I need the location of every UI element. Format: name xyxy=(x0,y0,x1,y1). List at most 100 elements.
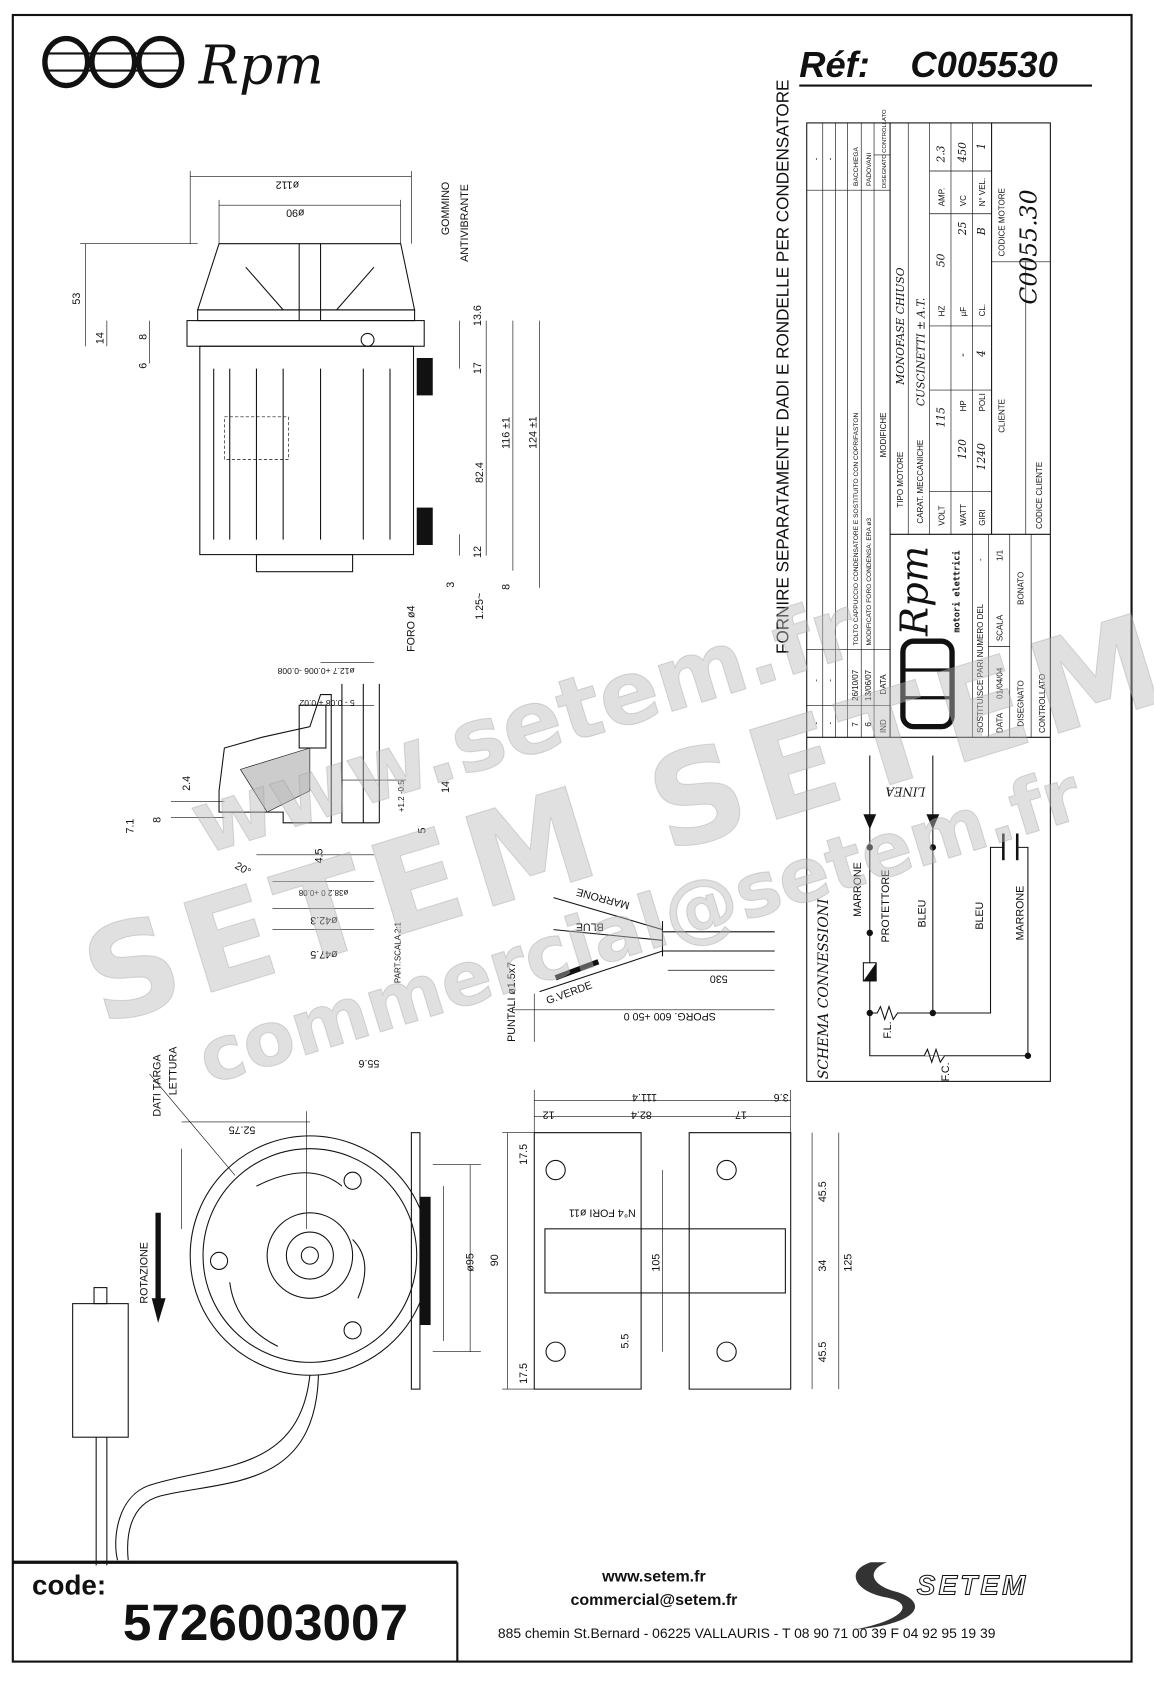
drawing-label: SETEM xyxy=(917,1569,1029,1600)
drawing-label: - xyxy=(811,721,820,724)
drawing-label: 1.25~ xyxy=(474,593,486,620)
drawing-label: MARRONE xyxy=(852,862,864,917)
address: 885 chemin St.Bernard - 06225 VALLAURIS … xyxy=(498,1625,996,1641)
drawing-label: 5 - 0.08 + 0.02 xyxy=(299,698,355,708)
drawing-label: motori elettrici xyxy=(952,550,963,632)
drawing-label: 5.5 xyxy=(619,1334,631,1349)
reference-label: Réf: xyxy=(799,44,870,85)
revision-row: 7 26/10/07 TOLTO CAPPUCCIO CONDENSATORE … xyxy=(851,146,860,726)
drawing-label: - xyxy=(825,721,834,724)
drawing-label: BONATO xyxy=(1017,572,1026,605)
drawing-label: 53 xyxy=(71,293,83,305)
drawing-label: PROTETTORE xyxy=(880,870,892,943)
drawing-label: VOLT xyxy=(938,505,947,525)
drawing-label: - xyxy=(811,157,820,160)
drawing-label: CUSCINETTI ± A.T. xyxy=(914,298,927,406)
drawing-label: MARRONE xyxy=(1015,886,1027,941)
drawing-label: 6 xyxy=(137,363,149,369)
email-link[interactable]: commercial@setem.fr xyxy=(570,1591,737,1609)
brand-name: Rpm xyxy=(198,33,324,96)
drawing-label: 14 xyxy=(95,332,107,344)
drawing-label: 17 xyxy=(735,1108,747,1120)
drawing-label: 82.4 xyxy=(631,1108,652,1120)
drawing-label: - xyxy=(976,558,985,561)
footer: code: 5726003007 www.setem.fr commercial… xyxy=(12,1560,1029,1662)
drawing-label: 8 xyxy=(137,334,149,340)
drawing-label: SCHEMA CONNESSIONI xyxy=(816,898,832,1079)
setem-logo: SETEM xyxy=(854,1562,1029,1630)
drawing-label: 120 xyxy=(956,439,969,460)
drawing-label: DATA xyxy=(879,674,888,695)
drawing-label: 17.5 xyxy=(518,1144,530,1165)
drawing-label: 6 xyxy=(864,722,873,727)
coil-logo-icon xyxy=(42,35,185,89)
drawing-label: - xyxy=(825,679,834,682)
drawing-label: 55.6 xyxy=(358,1057,379,1069)
drawing-label: BLEU xyxy=(916,900,928,928)
drawing-label: CARAT. MECCANICHE xyxy=(916,440,925,524)
drawing-label: 34 xyxy=(817,1260,829,1272)
drawing-label: 8 xyxy=(501,584,513,590)
drawing-label: AMP. xyxy=(938,188,947,207)
drawing-label: 25 xyxy=(956,221,969,236)
drawing-label: BACCHIEGA xyxy=(853,146,860,186)
drawing-label: PUNTALI ø1.5x7 xyxy=(506,962,518,1042)
drawing-label: 2.4 xyxy=(181,776,193,791)
drawing-label: GIRI xyxy=(978,509,987,525)
drawing-label: DISEGNATO xyxy=(1017,680,1026,726)
drawing-label: 124 ±1 xyxy=(527,416,539,449)
drawing-label: N° VEL. xyxy=(978,178,987,207)
drawing-label: 14 xyxy=(440,781,452,793)
drawing-label: - xyxy=(811,679,820,682)
drawing-label: 3.6 xyxy=(774,1091,789,1103)
drawing-label: CL. xyxy=(978,304,987,316)
motor-front-view: DATI TARGA LETTURA 55.6 52.75 ROTAZIONE … xyxy=(72,1046,501,1566)
motor-code: C0055.30 xyxy=(1014,189,1042,304)
drawing-label: SPORG. 600 +50 0 xyxy=(624,1010,716,1022)
drawing-label: 12 xyxy=(472,546,484,558)
drawing-label: WATT xyxy=(959,504,968,526)
drawing-label: TIPO MOTORE xyxy=(896,452,905,508)
drawing-label: 530 xyxy=(710,973,728,985)
drawing-label: 50 xyxy=(935,253,948,267)
reference: Réf: C005530 xyxy=(799,44,1093,87)
drawing-label: 111.4 xyxy=(632,1091,657,1103)
revision-header: IND DATA MODIFICHE DISEGNATO CONTROLLATO xyxy=(874,109,891,733)
drawing-label: BLUE xyxy=(576,920,604,932)
drawing-label: HP xyxy=(959,400,968,411)
drawing-label: 13/06/07 xyxy=(864,669,873,701)
drawing-label: 7 xyxy=(851,722,860,727)
drawing-label: SCALA xyxy=(995,614,1004,641)
drawing-label: PART.SCALA 2:1 xyxy=(394,921,403,983)
code-label: code: xyxy=(32,1569,106,1600)
watermark: www.setem.fr SETEM SETEM commercial@sete… xyxy=(66,575,1154,1102)
drawing-label: TOLTO CAPPUCCIO CONDENSATORE E SOSTITUIT… xyxy=(853,412,860,645)
drawing-label: 1240 xyxy=(975,443,988,470)
website-link[interactable]: www.setem.fr xyxy=(601,1567,706,1585)
drawing-label: 3 xyxy=(445,582,457,588)
coil-logo-icon xyxy=(900,638,955,730)
drawing-label: MONOFASE CHIUSO xyxy=(894,267,907,385)
drawing-label: N°4 FORI ø11 xyxy=(569,1207,636,1219)
supply-note: FORNIRE SEPARATAMENTE DADI E RONDELLE PE… xyxy=(774,80,793,654)
drawing-label: 90 xyxy=(489,1254,501,1266)
drawing-label: FORO ø4 xyxy=(406,606,418,652)
drawing-label: 45.5 xyxy=(817,1181,829,1202)
drawing-label: CONTROLLATO xyxy=(882,109,888,153)
drawing-label: F.C. xyxy=(940,1062,952,1081)
drawing-label: DATI TARGA xyxy=(151,1054,163,1117)
drawing-label: 7.1 xyxy=(125,819,137,834)
drawing-label: 13.6 xyxy=(472,305,484,326)
line-label: LINEA xyxy=(886,785,927,799)
drawing-label: 17 xyxy=(472,362,484,374)
drawing-label: CLIENTE xyxy=(997,399,1006,433)
drawing-label: BLEU xyxy=(974,902,986,930)
bearing-section-detail: ø12.7 +0.006 -0.008 5 - 0.08 + 0.02 2.4 … xyxy=(125,662,452,983)
drawing-label: ø47.5 xyxy=(310,948,337,960)
rpm-logo: Rpm xyxy=(42,33,324,96)
drawing-label: 52.75 xyxy=(229,1123,256,1135)
drawing-label: 116 ±1 xyxy=(501,417,513,449)
sheet-border xyxy=(11,13,1133,1663)
drawing-label: VC xyxy=(959,195,968,206)
